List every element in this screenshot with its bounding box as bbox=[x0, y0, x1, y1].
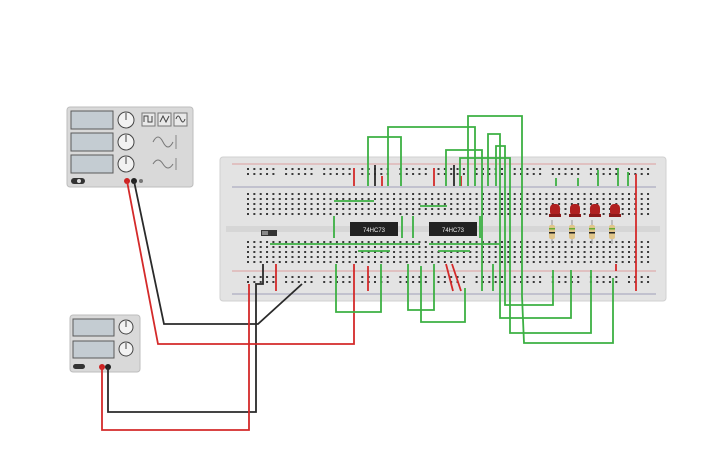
square-wave-icon[interactable] bbox=[141, 112, 156, 127]
black-wires bbox=[107, 165, 455, 413]
ps-display-current bbox=[72, 340, 115, 359]
ic-label-1: 74HC73 bbox=[363, 228, 386, 234]
ic-label-2: 74HC73 bbox=[442, 228, 465, 234]
wire-ps-ground[interactable] bbox=[107, 264, 264, 413]
led-1[interactable] bbox=[549, 204, 561, 217]
led-3[interactable] bbox=[589, 204, 601, 217]
fg-display-3 bbox=[70, 154, 114, 174]
slide-switch[interactable] bbox=[261, 230, 277, 236]
ic-chip-1[interactable]: 74HC73 bbox=[350, 222, 398, 236]
ps-power-switch[interactable] bbox=[73, 364, 85, 369]
resistor-4[interactable] bbox=[609, 220, 615, 244]
ps-display-voltage bbox=[72, 318, 115, 337]
fg-waveform-preview-2 bbox=[152, 159, 174, 169]
red-wires bbox=[101, 168, 637, 431]
sine-wave-icon[interactable] bbox=[173, 112, 188, 127]
wire-fg-signal[interactable] bbox=[126, 180, 355, 345]
power-supply[interactable] bbox=[69, 314, 141, 373]
fg-terminal-ground[interactable] bbox=[139, 179, 143, 183]
fg-display-2 bbox=[70, 132, 114, 152]
wire-fg-ground[interactable] bbox=[133, 180, 303, 325]
resistor-3[interactable] bbox=[589, 220, 595, 244]
function-generator[interactable] bbox=[66, 106, 194, 188]
led-2[interactable] bbox=[569, 204, 581, 217]
fg-waveform-preview-1 bbox=[152, 136, 174, 148]
triangle-wave-icon[interactable] bbox=[157, 112, 172, 127]
ic-chip-2[interactable]: 74HC73 bbox=[429, 222, 477, 236]
wire-ps-vcc[interactable] bbox=[101, 284, 250, 431]
green-wires bbox=[270, 115, 629, 344]
led-4[interactable] bbox=[609, 204, 621, 217]
led-array bbox=[549, 204, 621, 217]
resistor-1[interactable] bbox=[549, 220, 555, 244]
resistor-2[interactable] bbox=[569, 220, 575, 244]
fg-display-1 bbox=[70, 110, 114, 130]
resistor-array bbox=[549, 220, 615, 244]
